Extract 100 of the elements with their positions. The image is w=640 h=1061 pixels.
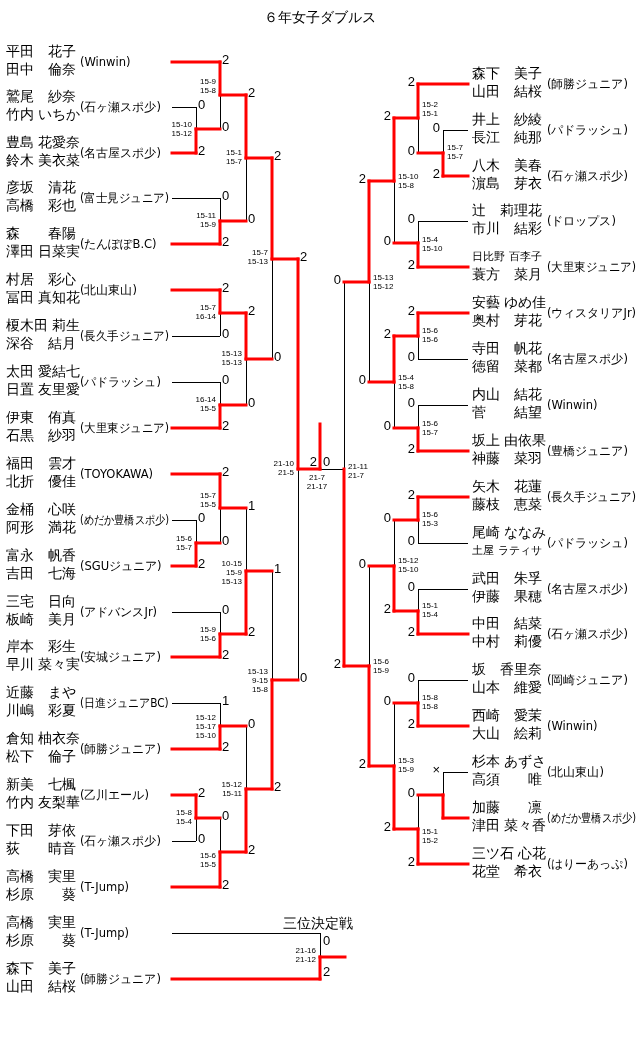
player-name: 加藤 凛 — [472, 799, 542, 816]
club-name: (はりーあっぷ) — [547, 857, 628, 871]
player-name: 豊島 花愛奈 — [6, 134, 81, 150]
club-name: (TOYOKAWA) — [80, 467, 154, 481]
game-score: 0 — [358, 557, 366, 570]
bracket-title: ６年女子ダブルス — [264, 8, 376, 26]
match-score: 21-7 21-17 — [306, 473, 328, 491]
club-name: (SGUジュニア) — [80, 559, 162, 573]
player-name: 寺田 帆花 — [472, 340, 542, 357]
game-score: 0 — [198, 98, 206, 111]
game-score: 0 — [222, 373, 230, 386]
player-name: 高橋 実里 — [6, 914, 76, 931]
player-name: 富永 帆香 — [6, 547, 76, 564]
match-score: 15-12 15-17 15-10 — [194, 712, 216, 740]
player-name: 金桶 心咲 — [6, 501, 76, 518]
game-score: 2 — [248, 625, 256, 638]
player-name: 辻 莉理花 — [472, 202, 542, 219]
player-name: 杉本 あずさ — [472, 753, 547, 770]
player-name: 市川 結彩 — [472, 220, 542, 237]
player-name: 鈴木 美衣菜 — [6, 152, 81, 169]
club-name: (パドラッシュ) — [80, 375, 161, 389]
club-name: (パドラッシュ) — [547, 123, 628, 137]
club-name: (Winwin) — [547, 398, 598, 412]
game-score: 0 — [407, 350, 415, 363]
game-score: 0 — [407, 534, 415, 547]
player-name: 三ツ石 心花 — [472, 845, 547, 862]
player-name: 早川 菜々実 — [6, 656, 81, 673]
game-score: 2 — [222, 648, 230, 661]
match-score: 15-10 15-12 — [170, 120, 192, 138]
player-name: 森下 美子 — [472, 65, 542, 82]
player-name: 徳留 菜都 — [472, 358, 542, 375]
player-name: 荻 晴音 — [6, 840, 76, 857]
game-score: 2 — [358, 757, 366, 770]
player-name: 中田 結菜 — [472, 615, 542, 632]
game-score: 2 — [248, 304, 256, 317]
game-score: 0 — [274, 350, 282, 363]
match-score: 21-11 21-7 — [348, 462, 369, 480]
match-score: 15-13 15-13 — [220, 349, 242, 367]
match-score: 15-6 15-3 — [422, 510, 439, 528]
player-name: 日置 友里愛 — [6, 381, 81, 398]
game-score: 0 — [407, 212, 415, 225]
game-score: 0 — [300, 671, 308, 684]
match-score: 10-15 15-9 15-13 — [220, 558, 242, 586]
match-score: 15-9 15-8 — [199, 77, 216, 95]
club-name: (名古屋スポ少) — [547, 582, 628, 596]
player-name: 津田 菜々香 — [472, 817, 547, 834]
player-name: 三宅 日向 — [6, 593, 76, 610]
match-score: 21-16 21-12 — [294, 946, 316, 964]
player-name: 石黒 紗羽 — [6, 427, 76, 444]
game-score: 0 — [222, 120, 230, 133]
game-score: 2 — [222, 53, 230, 66]
club-name: (師勝ジュニア) — [80, 742, 161, 756]
match-score: 15-10 15-8 — [398, 172, 420, 190]
match-score: 15-12 15-10 — [398, 556, 420, 574]
club-name: (富士見ジュニア) — [80, 191, 169, 205]
player-name: 八木 美春 — [472, 157, 542, 174]
game-score: 2 — [383, 820, 391, 833]
player-name: 矢木 花蓮 — [472, 478, 542, 495]
game-score: 0 — [407, 396, 415, 409]
game-score: 2 — [407, 488, 415, 501]
game-score: 0 — [323, 455, 331, 468]
player-name: 森下 美子 — [6, 960, 76, 977]
club-name: (石ヶ瀬スポ少) — [547, 627, 628, 641]
game-score: 2 — [407, 717, 415, 730]
match-score: 15-7 15-5 — [199, 491, 216, 509]
player-name: 神藤 菜羽 — [472, 450, 542, 467]
player-name: 山本 維愛 — [472, 679, 542, 696]
game-score: 0 — [383, 419, 391, 432]
player-name: 尾崎 ななみ — [472, 524, 547, 541]
player-name: 中村 莉優 — [472, 633, 542, 650]
player-name: 竹内 友梨華 — [6, 794, 81, 811]
club-name: (たんぽぽB.C) — [80, 237, 157, 251]
section-heading: 三位決定戦 — [283, 915, 353, 931]
game-score: × — [432, 763, 440, 776]
game-score: 2 — [432, 167, 440, 180]
club-name: (岡崎ジュニア) — [547, 673, 628, 687]
game-score: 2 — [248, 86, 256, 99]
match-score: 16-14 15-5 — [194, 395, 216, 413]
club-name: (長久手ジュニア) — [80, 329, 169, 343]
game-score: 2 — [198, 144, 206, 157]
player-name: 坂 香里奈 — [472, 661, 542, 678]
player-name: 蓑方 菜月 — [472, 266, 542, 283]
match-score: 15-13 9-15 15-8 — [246, 666, 268, 694]
player-name: 竹内 いちか — [6, 106, 81, 123]
game-score: 2 — [358, 172, 366, 185]
game-score: 2 — [407, 855, 415, 868]
match-score: 15-1 15-2 — [422, 827, 439, 845]
club-name: (北山東山) — [80, 283, 137, 297]
club-name: (石ヶ瀬スポ少) — [547, 169, 628, 183]
game-score: 2 — [222, 740, 230, 753]
match-score: 15-7 15-7 — [447, 143, 464, 161]
match-score: 15-7 16-14 — [194, 303, 216, 321]
player-name: 深谷 結月 — [6, 335, 76, 352]
game-score: 2 — [407, 625, 415, 638]
player-name: 杉原 葵 — [6, 932, 76, 949]
player-name: 岸本 彩生 — [6, 638, 76, 655]
club-name: (パドラッシュ) — [547, 536, 628, 550]
player-name: 長江 純那 — [472, 129, 542, 146]
match-score: 15-12 15-11 — [220, 780, 242, 798]
game-score: 2 — [407, 258, 415, 271]
